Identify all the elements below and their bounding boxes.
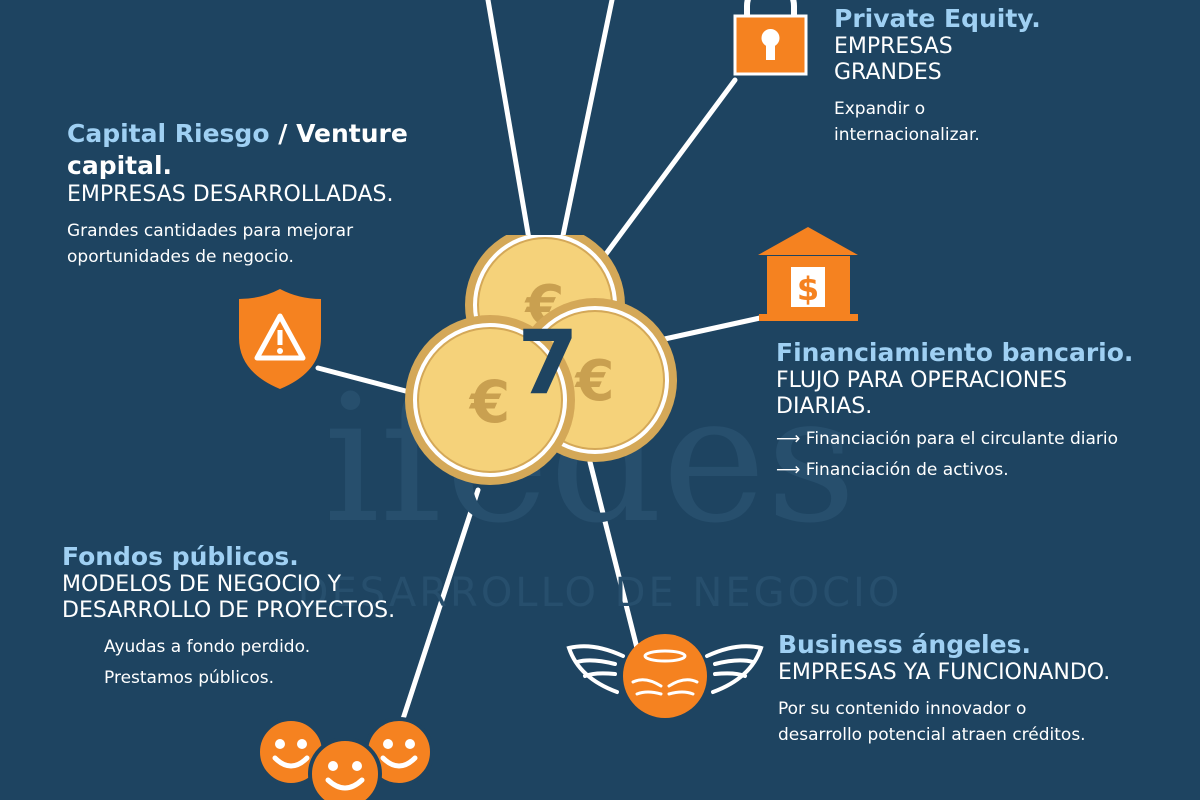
smiley-center [308, 737, 382, 800]
venture-capital-description: Grandes cantidades para mejorar oportuni… [67, 218, 427, 270]
bank-financing-title: Financiamiento bancario. [776, 338, 1134, 367]
smiley-left [256, 717, 326, 787]
private-equity-block: Private Equity. EMPRESAS GRANDES Expandi… [834, 4, 1041, 148]
winged-angel-icon [566, 634, 764, 718]
bank-financing-list: ⟶ Financiación para el circulante diario… [776, 424, 1133, 486]
euro-coins-icon: € € € 7 [405, 235, 677, 485]
private-equity-subtitle-1: EMPRESAS [834, 34, 953, 59]
bank-dollar-icon: $ [758, 227, 858, 321]
business-angels-title: Business ángeles. [778, 630, 1031, 659]
bank-financing-item-1: ⟶ Financiación para el circulante diario [776, 429, 1119, 449]
smiley-faces-icon [256, 717, 434, 800]
public-funds-list: Ayudas a fondo perdido. Prestamos públic… [104, 632, 395, 694]
business-angels-subtitle: EMPRESAS YA FUNCIONANDO. [778, 660, 1111, 685]
public-funds-item-1: Ayudas a fondo perdido. [104, 637, 311, 657]
connector-top [557, 0, 615, 253]
bank-financing-block: Financiamiento bancario. FLUJO PARA OPER… [776, 338, 1133, 486]
warning-shield-icon [239, 289, 321, 389]
venture-capital-subtitle: EMPRESAS DESARROLLADAS. [67, 182, 394, 207]
venture-capital-description-2: oportunidades de negocio. [67, 247, 294, 267]
business-angels-block: Business ángeles. EMPRESAS YA FUNCIONAND… [778, 630, 1110, 748]
venture-capital-title-c: capital. [67, 151, 173, 180]
center-number: 7 [517, 311, 578, 414]
bank-financing-subtitle-1: FLUJO PARA OPERACIONES [776, 368, 1068, 393]
svg-text:$: $ [797, 270, 819, 308]
public-funds-subtitle-1: MODELOS DE NEGOCIO Y [62, 572, 342, 597]
connector-angels [587, 459, 643, 663]
coin-front: € [405, 315, 575, 485]
private-equity-description-2: internacionalizar. [834, 125, 980, 145]
private-equity-description: Expandir o internacionalizar. [834, 96, 1041, 148]
connector-private-equity [597, 77, 738, 265]
venture-capital-title-b: Venture [296, 119, 408, 148]
svg-text:€: € [574, 349, 615, 414]
business-angels-description: Por su contenido innovador o desarrollo … [778, 696, 1110, 748]
venture-capital-title: Capital Riesgo / Venture capital. [67, 118, 427, 182]
private-equity-title: Private Equity. [834, 4, 1041, 33]
venture-capital-description-1: Grandes cantidades para mejorar [67, 221, 354, 241]
private-equity-subtitle-2: GRANDES [834, 60, 942, 85]
public-funds-subtitle-2: DESARROLLO DE PROYECTOS. [62, 598, 396, 623]
lock-icon [733, 0, 808, 76]
bank-financing-subtitle-2: DIARIAS. [776, 394, 873, 419]
connector-public-funds [399, 487, 481, 725]
public-funds-item-2: Prestamos públicos. [104, 668, 274, 688]
private-equity-description-1: Expandir o [834, 99, 926, 119]
venture-capital-title-sep: / [269, 119, 297, 148]
watermark-subtext: DESARROLLO DE NEGOCIO [297, 570, 903, 616]
public-funds-block: Fondos públicos. MODELOS DE NEGOCIO Y DE… [62, 542, 395, 694]
venture-capital-block: Capital Riesgo / Venture capital. EMPRES… [67, 118, 427, 270]
svg-text:€: € [468, 368, 510, 436]
business-angels-description-2: desarrollo potencial atraen créditos. [778, 725, 1086, 745]
business-angels-description-1: Por su contenido innovador o [778, 699, 1027, 719]
venture-capital-title-a: Capital Riesgo [67, 119, 270, 148]
connector-top-left [485, 0, 533, 248]
bank-financing-item-2: ⟶ Financiación de activos. [776, 460, 1009, 480]
public-funds-title: Fondos públicos. [62, 542, 299, 571]
connector-bank [657, 315, 763, 343]
